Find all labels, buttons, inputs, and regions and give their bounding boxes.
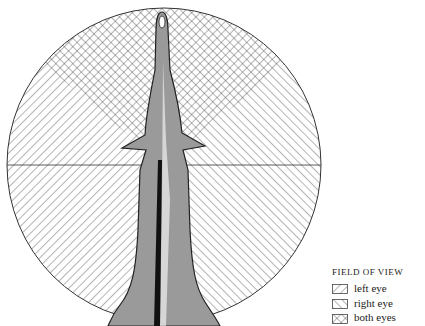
legend-label: right eye bbox=[354, 298, 393, 309]
bill-tip bbox=[159, 16, 165, 28]
legend-label: both eyes bbox=[354, 312, 396, 323]
legend-swatch bbox=[332, 284, 348, 294]
legend-swatch bbox=[332, 314, 348, 324]
neck-shadow bbox=[154, 160, 162, 326]
legend-swatch bbox=[332, 299, 348, 309]
legend-heading: FIELD OF VIEW bbox=[332, 268, 403, 277]
bird-head bbox=[108, 12, 220, 326]
legend-label: left eye bbox=[354, 283, 387, 294]
